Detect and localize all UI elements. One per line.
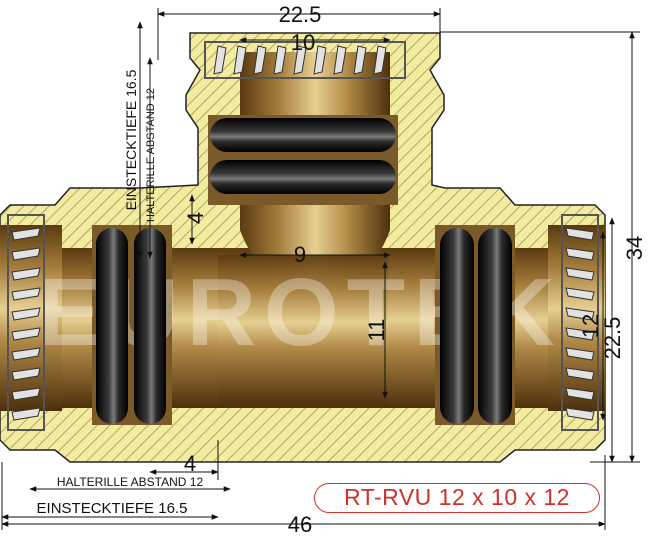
left-clip-teeth: [11, 227, 41, 421]
right-clip-teeth: [565, 227, 595, 421]
dim-total-height: 34: [622, 236, 647, 260]
dim-top-bore: 10: [291, 30, 315, 55]
top-clip-teeth: [213, 45, 387, 75]
dim-inner-bore: 9: [294, 242, 306, 267]
label-insertion-depth-vertical: EINSTECKTIEFE 16.5: [123, 69, 139, 210]
label-insertion-depth-horizontal: EINSTECKTIEFE 16.5: [37, 500, 188, 517]
right-oring-1: [440, 228, 474, 424]
branch-oring-2: [210, 160, 396, 194]
retaining-rings: [7, 41, 599, 431]
dimension-lines: [1, 8, 640, 530]
branch-oring-1: [210, 118, 396, 152]
dim-branch-stop: 4: [183, 212, 208, 224]
dimension-texts: 22.5 10 9 4 11 12 22.5 34 4 46 EINSTECKT…: [37, 2, 647, 536]
center-tube-section: [218, 255, 388, 405]
dim-top-width: 22.5: [279, 2, 322, 27]
dim-half-height: 22.5: [600, 317, 625, 360]
dim-main-bore: 11: [364, 319, 389, 342]
dim-bottom-stop: 4: [184, 451, 196, 476]
product-code-label: RT-RVU 12 x 10 x 12: [314, 483, 600, 513]
o-rings: [96, 118, 512, 424]
dim-outlet-bore: 12: [578, 314, 603, 338]
dim-total-length: 46: [288, 512, 312, 536]
right-oring-2: [478, 228, 512, 424]
label-rib-distance-vertical: HALTERILLE ABSTAND 12: [145, 88, 157, 222]
label-rib-distance-horizontal: HALTERILLE ABSTAND 12: [57, 475, 204, 489]
right-clip-frame: [561, 214, 599, 431]
left-oring-1: [96, 228, 128, 424]
left-clip-frame: [7, 214, 45, 431]
left-oring-2: [134, 228, 166, 424]
